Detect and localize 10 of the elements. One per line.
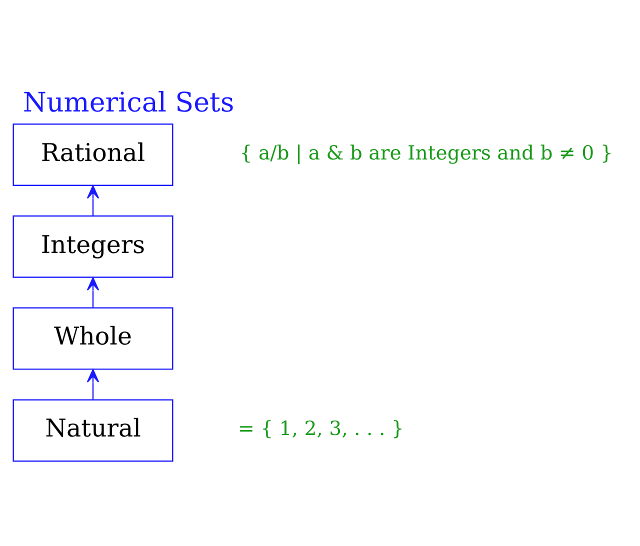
arrow (86, 185, 100, 216)
node-label: { a/b | a & b are Integers and b ≠ 0 } (240, 141, 613, 164)
node-box: Rational (12, 124, 174, 186)
node-label: = { 1, 2, 3, . . . } (238, 417, 404, 440)
arrow (86, 369, 100, 400)
node-box: Integers (12, 215, 174, 278)
node-box: Whole (12, 307, 174, 370)
node-box: Natural (12, 399, 174, 462)
arrow (86, 277, 100, 308)
diagram-title: Numerical Sets (22, 87, 234, 118)
